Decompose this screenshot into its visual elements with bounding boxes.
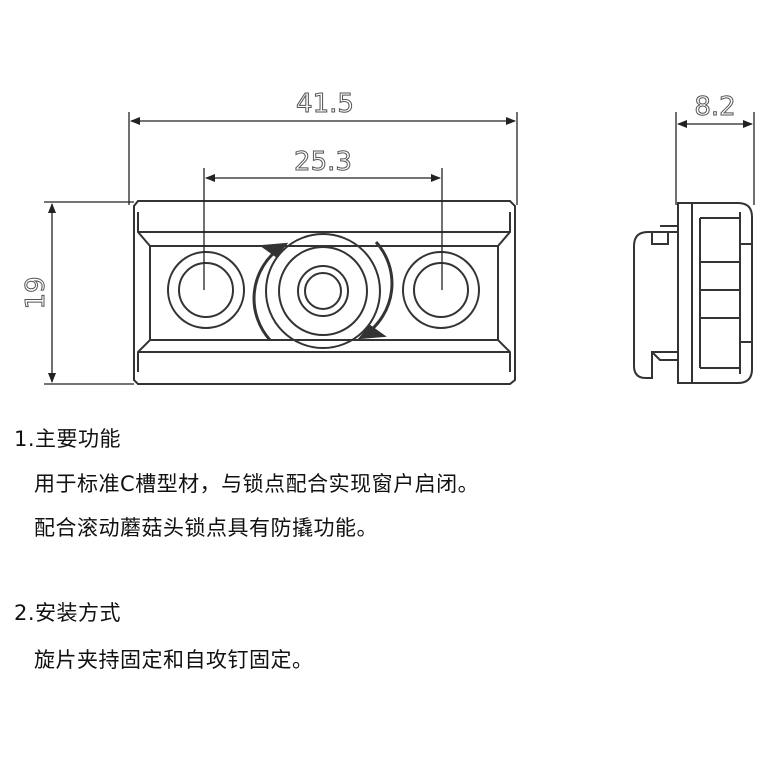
section-heading-installation: 2.安装方式 bbox=[14, 601, 122, 625]
technical-drawing: 41.5 25.3 19 8.2 bbox=[21, 89, 755, 385]
function-line-1: 用于标准C槽型材，与锁点配合实现窗户启闭。 bbox=[34, 472, 480, 496]
dim-thickness: 8.2 bbox=[694, 92, 735, 122]
dimension-lines bbox=[44, 112, 755, 385]
function-line-2: 配合滚动蘑菇头锁点具有防撬功能。 bbox=[34, 516, 378, 540]
installation-line-1: 旋片夹持固定和自攻钉固定。 bbox=[34, 648, 314, 672]
dim-hole-spacing: 25.3 bbox=[294, 147, 352, 177]
front-view bbox=[133, 200, 516, 385]
side-view bbox=[633, 202, 753, 384]
dim-overall-length: 41.5 bbox=[296, 89, 354, 119]
dim-height: 19 bbox=[21, 276, 51, 309]
section-heading-main-functions: 1.主要功能 bbox=[14, 427, 122, 451]
